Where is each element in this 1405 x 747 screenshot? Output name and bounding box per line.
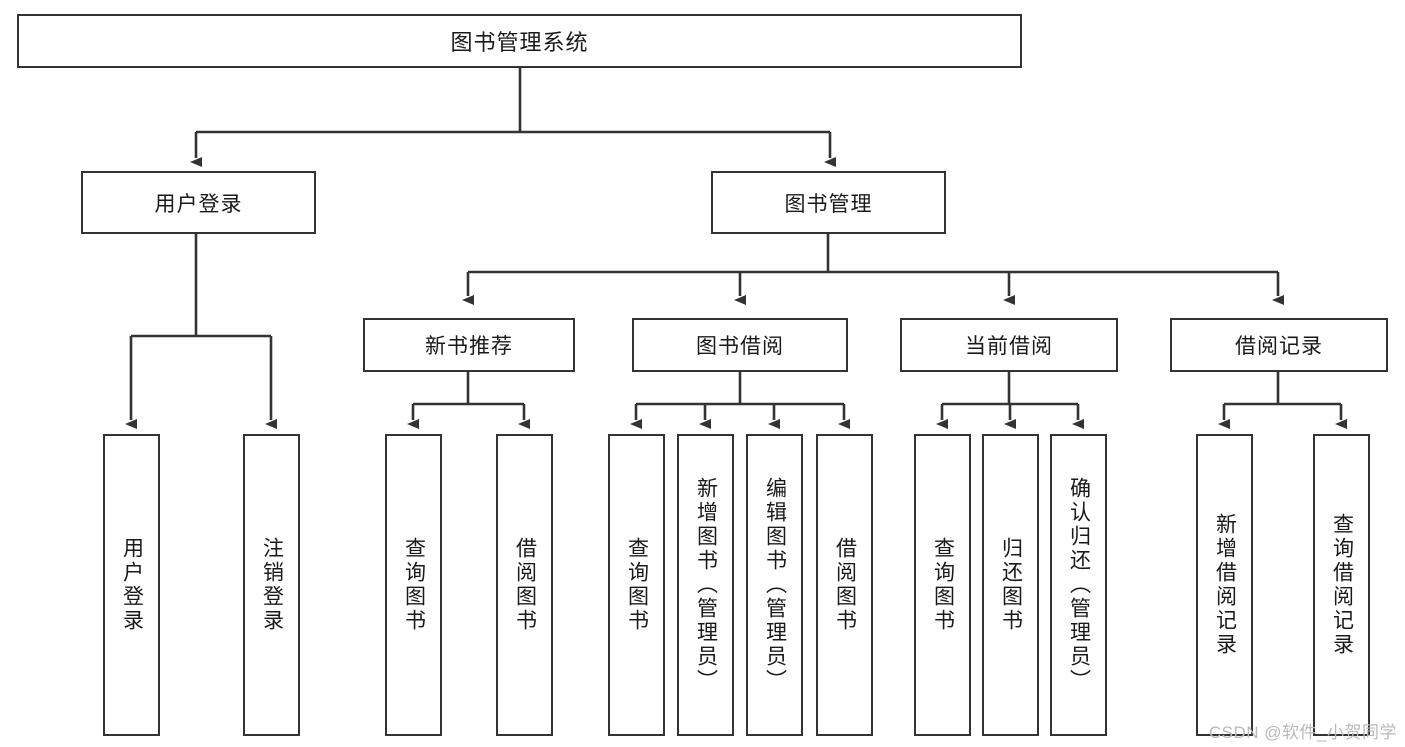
node-label: 用户登录: [120, 537, 144, 633]
leaf-record-add[interactable]: 新增借阅记录: [1196, 434, 1253, 736]
node-label: 借阅图书: [833, 537, 857, 633]
leaf-new-book-query[interactable]: 查询图书: [385, 434, 442, 736]
leaf-user-login[interactable]: 用户登录: [103, 434, 160, 736]
node-label: 图书管理: [784, 192, 873, 216]
node-label: 新增图书（管理员）: [694, 477, 718, 693]
leaf-borrow-do[interactable]: 借阅图书: [816, 434, 873, 736]
node-label: 图书管理系统: [450, 30, 589, 55]
node-book-borrow[interactable]: 图书借阅: [632, 318, 848, 372]
node-current-borrow[interactable]: 当前借阅: [900, 318, 1118, 372]
node-label: 查询借阅记录: [1330, 513, 1354, 657]
leaf-current-query[interactable]: 查询图书: [914, 434, 971, 736]
node-label: 查询图书: [402, 537, 426, 633]
node-root[interactable]: 图书管理系统: [17, 14, 1022, 68]
node-book-management[interactable]: 图书管理: [711, 171, 946, 234]
leaf-current-return[interactable]: 归还图书: [982, 434, 1039, 736]
node-label: 查询图书: [931, 537, 955, 633]
leaf-borrow-edit[interactable]: 编辑图书（管理员）: [746, 434, 803, 736]
node-label: 借阅记录: [1235, 335, 1323, 358]
leaf-borrow-query[interactable]: 查询图书: [608, 434, 665, 736]
node-new-book-recommend[interactable]: 新书推荐: [363, 318, 575, 372]
node-user-login[interactable]: 用户登录: [81, 171, 316, 234]
node-label: 新增借阅记录: [1213, 513, 1237, 657]
watermark: CSDN @软件_小贺同学: [1208, 723, 1397, 742]
node-label: 图书借阅: [696, 335, 784, 358]
node-label: 借阅图书: [513, 537, 537, 633]
node-label: 用户登录: [154, 192, 243, 216]
node-label: 编辑图书（管理员）: [763, 477, 787, 693]
node-label: 确认归还（管理员）: [1067, 477, 1091, 693]
leaf-record-query[interactable]: 查询借阅记录: [1313, 434, 1370, 736]
node-label: 查询图书: [625, 537, 649, 633]
node-label: 当前借阅: [965, 335, 1053, 358]
node-label: 注销登录: [260, 537, 284, 633]
node-label: 归还图书: [999, 537, 1023, 633]
leaf-logout[interactable]: 注销登录: [243, 434, 300, 736]
node-label: 新书推荐: [425, 335, 513, 358]
node-borrow-records[interactable]: 借阅记录: [1170, 318, 1388, 372]
leaf-new-book-borrow[interactable]: 借阅图书: [496, 434, 553, 736]
leaf-current-confirm-return[interactable]: 确认归还（管理员）: [1050, 434, 1107, 736]
leaf-borrow-add[interactable]: 新增图书（管理员）: [677, 434, 734, 736]
